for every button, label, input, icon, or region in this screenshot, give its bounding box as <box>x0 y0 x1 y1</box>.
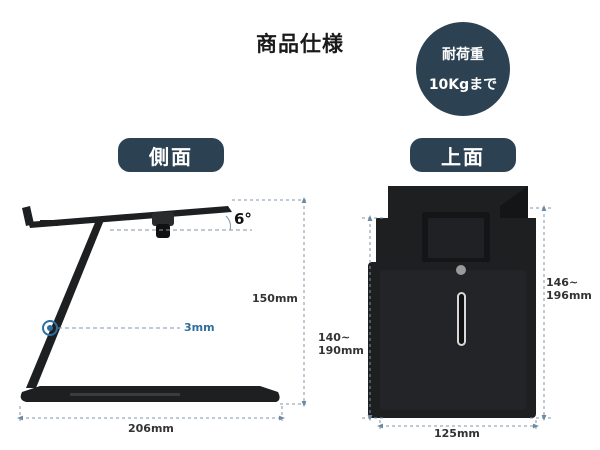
top-length-left-line1: 140~ <box>318 331 351 344</box>
side-view-stand <box>20 206 280 402</box>
side-view-label: 側面 <box>118 138 224 172</box>
top-length-left-line2: 190mm <box>318 344 364 357</box>
top-view-dimensions <box>362 205 552 432</box>
load-capacity-badge: 耐荷重 10Kgまで <box>416 22 510 116</box>
top-length-right-line2: 196mm <box>546 289 592 302</box>
load-capacity-label: 耐荷重 <box>442 47 484 63</box>
side-depth-label: 206mm <box>128 422 174 435</box>
top-length-right-line1: 146~ <box>546 276 579 289</box>
tilt-angle-label: 6° <box>234 210 252 228</box>
thickness-label: 3mm <box>184 321 215 334</box>
top-view-label: 上面 <box>410 138 516 172</box>
page-title: 商品仕様 <box>256 32 344 56</box>
top-length-right-label: 146~ 196mm <box>546 276 592 302</box>
top-width-label: 125mm <box>434 427 480 440</box>
top-view-stand <box>368 186 536 418</box>
side-height-label: 150mm <box>252 292 298 305</box>
top-length-left-label: 140~ 190mm <box>318 331 364 357</box>
side-view-dimensions <box>17 197 307 424</box>
thickness-marker <box>42 320 58 336</box>
load-capacity-value: 10Kgまで <box>428 77 498 93</box>
